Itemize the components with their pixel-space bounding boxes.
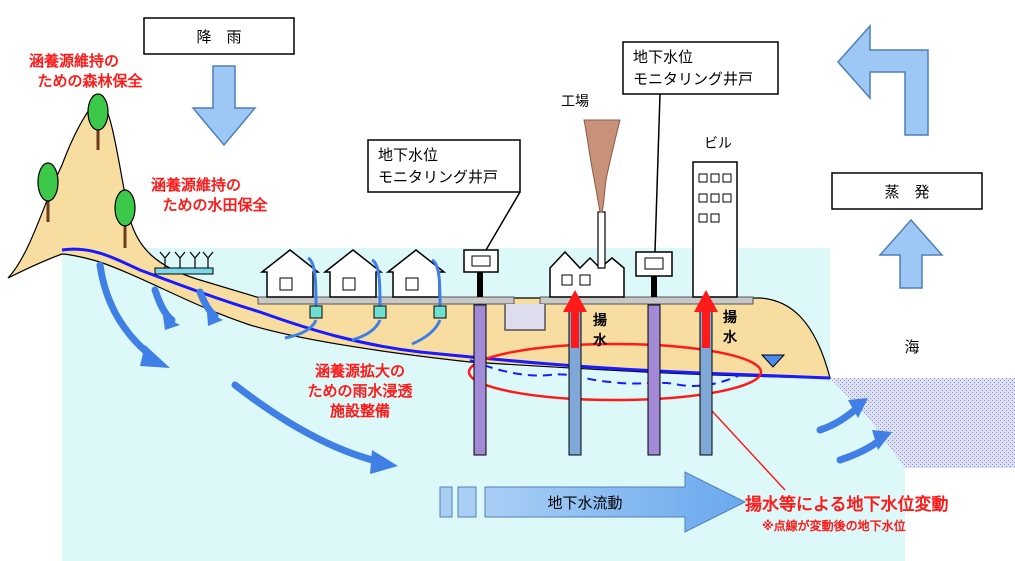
monitoring-well-left-pipe: [473, 304, 487, 456]
canal: [504, 304, 546, 331]
infiltration-box-2: [373, 305, 387, 319]
rain-label: 降 雨: [196, 28, 241, 46]
ground-platform-left: [257, 296, 515, 305]
level-change-ellipse: [467, 342, 763, 402]
ground-platform-right: [539, 296, 754, 305]
paddy-label-line1: 涵養源維持の: [151, 176, 241, 194]
well-label-box-right: [622, 41, 779, 95]
flow-label: 地下水流動: [547, 494, 622, 512]
house-2: [322, 249, 384, 298]
pumping-arrow-right: [694, 290, 718, 348]
sea-label: 海: [904, 338, 919, 356]
well-left-label-line1: 地下水位: [378, 146, 438, 164]
groundwater-flow-bar: [439, 471, 747, 533]
water-table-after-dashed: [469, 359, 741, 387]
tree-3: [114, 189, 136, 248]
pump-left-char1: 揚: [593, 312, 607, 329]
groundwater-flow-arrows: [96, 261, 884, 466]
evaporation-arrow: [878, 218, 944, 289]
infiltration-box-3: [433, 305, 447, 319]
permeation-label-line1: 涵養源拡大の: [315, 362, 405, 380]
permeation-label-line2: ための雨水浸透: [307, 382, 413, 400]
well-label-box-left: [367, 139, 521, 193]
monitoring-well-right-head: [635, 251, 673, 297]
rain-box: [143, 17, 295, 55]
evaporation-bend-arrow: [836, 24, 929, 136]
sea-area: [830, 378, 1015, 468]
roof-drain-arrows: [307, 256, 442, 307]
infiltration-arrows: [284, 319, 442, 346]
groundwater-zone-right: [760, 378, 905, 561]
paddy-field: [154, 251, 214, 275]
water-level-marker: [760, 354, 786, 368]
paddy-label-line2: ための水田保全: [162, 196, 268, 214]
water-table-line: [61, 247, 831, 380]
pump-left-char2: 水: [593, 332, 608, 349]
level-change-pointer: [699, 397, 786, 491]
rain-arrow: [191, 65, 257, 147]
well-right-label-line1: 地下水位: [633, 48, 693, 66]
pump-right-char2: 水: [723, 329, 738, 346]
tree-2: [87, 93, 109, 150]
well-right-label-line2: モニタリング井戸: [633, 70, 753, 88]
house-1: [259, 249, 321, 298]
office-building: [692, 161, 738, 298]
house-3: [385, 249, 447, 298]
well-left-label-line2: モニタリング井戸: [378, 168, 498, 186]
level-change-label: 揚水等による地下水位変動: [745, 494, 949, 515]
infiltration-box-1: [309, 305, 323, 319]
evaporation-box: [831, 172, 983, 210]
monitoring-well-right-pipe: [647, 304, 661, 456]
flow-arrowheads: [140, 312, 892, 474]
pump-right-char1: 揚: [723, 309, 737, 326]
well-label-pointer-left: [485, 191, 521, 251]
forest-label-line2: ための森林保全: [37, 72, 143, 90]
monitoring-well-left-head: [463, 249, 499, 297]
well-label-pointer-right: [654, 93, 661, 253]
level-change-note: ※点線が変動後の地下水位: [762, 518, 906, 533]
factory-label: 工場: [561, 94, 589, 110]
pumping-arrow-left: [563, 290, 587, 348]
evaporation-label: 蒸 発: [884, 183, 929, 201]
building-label: ビル: [704, 136, 732, 152]
tree-1: [37, 162, 59, 222]
permeation-label-line3: 施設整備: [330, 402, 390, 420]
factory: [549, 119, 625, 298]
forest-label-line1: 涵養源維持の: [29, 52, 119, 70]
